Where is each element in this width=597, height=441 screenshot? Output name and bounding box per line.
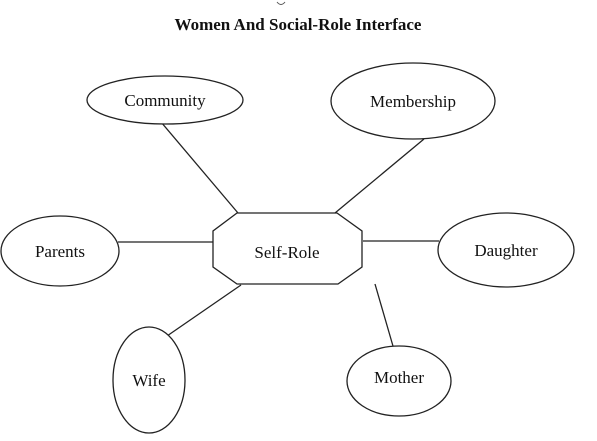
node-self-role-shape <box>212 212 363 285</box>
node-daughter-shape <box>437 212 575 288</box>
node-mother-label: Mother <box>374 368 424 387</box>
node-daughter-label: Daughter <box>474 241 538 260</box>
node-membership: Membership <box>330 62 496 140</box>
edge-community <box>160 121 239 214</box>
node-parents-shape <box>0 215 120 287</box>
node-membership-shape <box>330 62 496 140</box>
node-membership-label: Membership <box>370 92 456 111</box>
node-community: Community <box>86 75 244 125</box>
node-wife-shape <box>112 326 186 434</box>
edge-wife <box>166 284 242 337</box>
node-mother: Mother <box>346 345 452 417</box>
cropped-text-fragment <box>276 1 286 5</box>
node-community-shape <box>86 75 244 125</box>
node-wife-label: Wife <box>132 371 165 390</box>
node-parents-label: Parents <box>35 242 85 261</box>
node-wife: Wife <box>112 326 186 434</box>
node-parents: Parents <box>0 215 120 287</box>
node-self-role-label: Self-Role <box>254 243 319 262</box>
edge-mother <box>374 283 396 354</box>
node-daughter: Daughter <box>437 212 575 288</box>
edge-membership <box>334 138 425 214</box>
node-self-role: Self-Role <box>212 212 363 285</box>
diagram-title: Women And Social-Role Interface <box>175 15 422 34</box>
node-community-label: Community <box>124 91 206 110</box>
node-mother-shape <box>346 345 452 417</box>
